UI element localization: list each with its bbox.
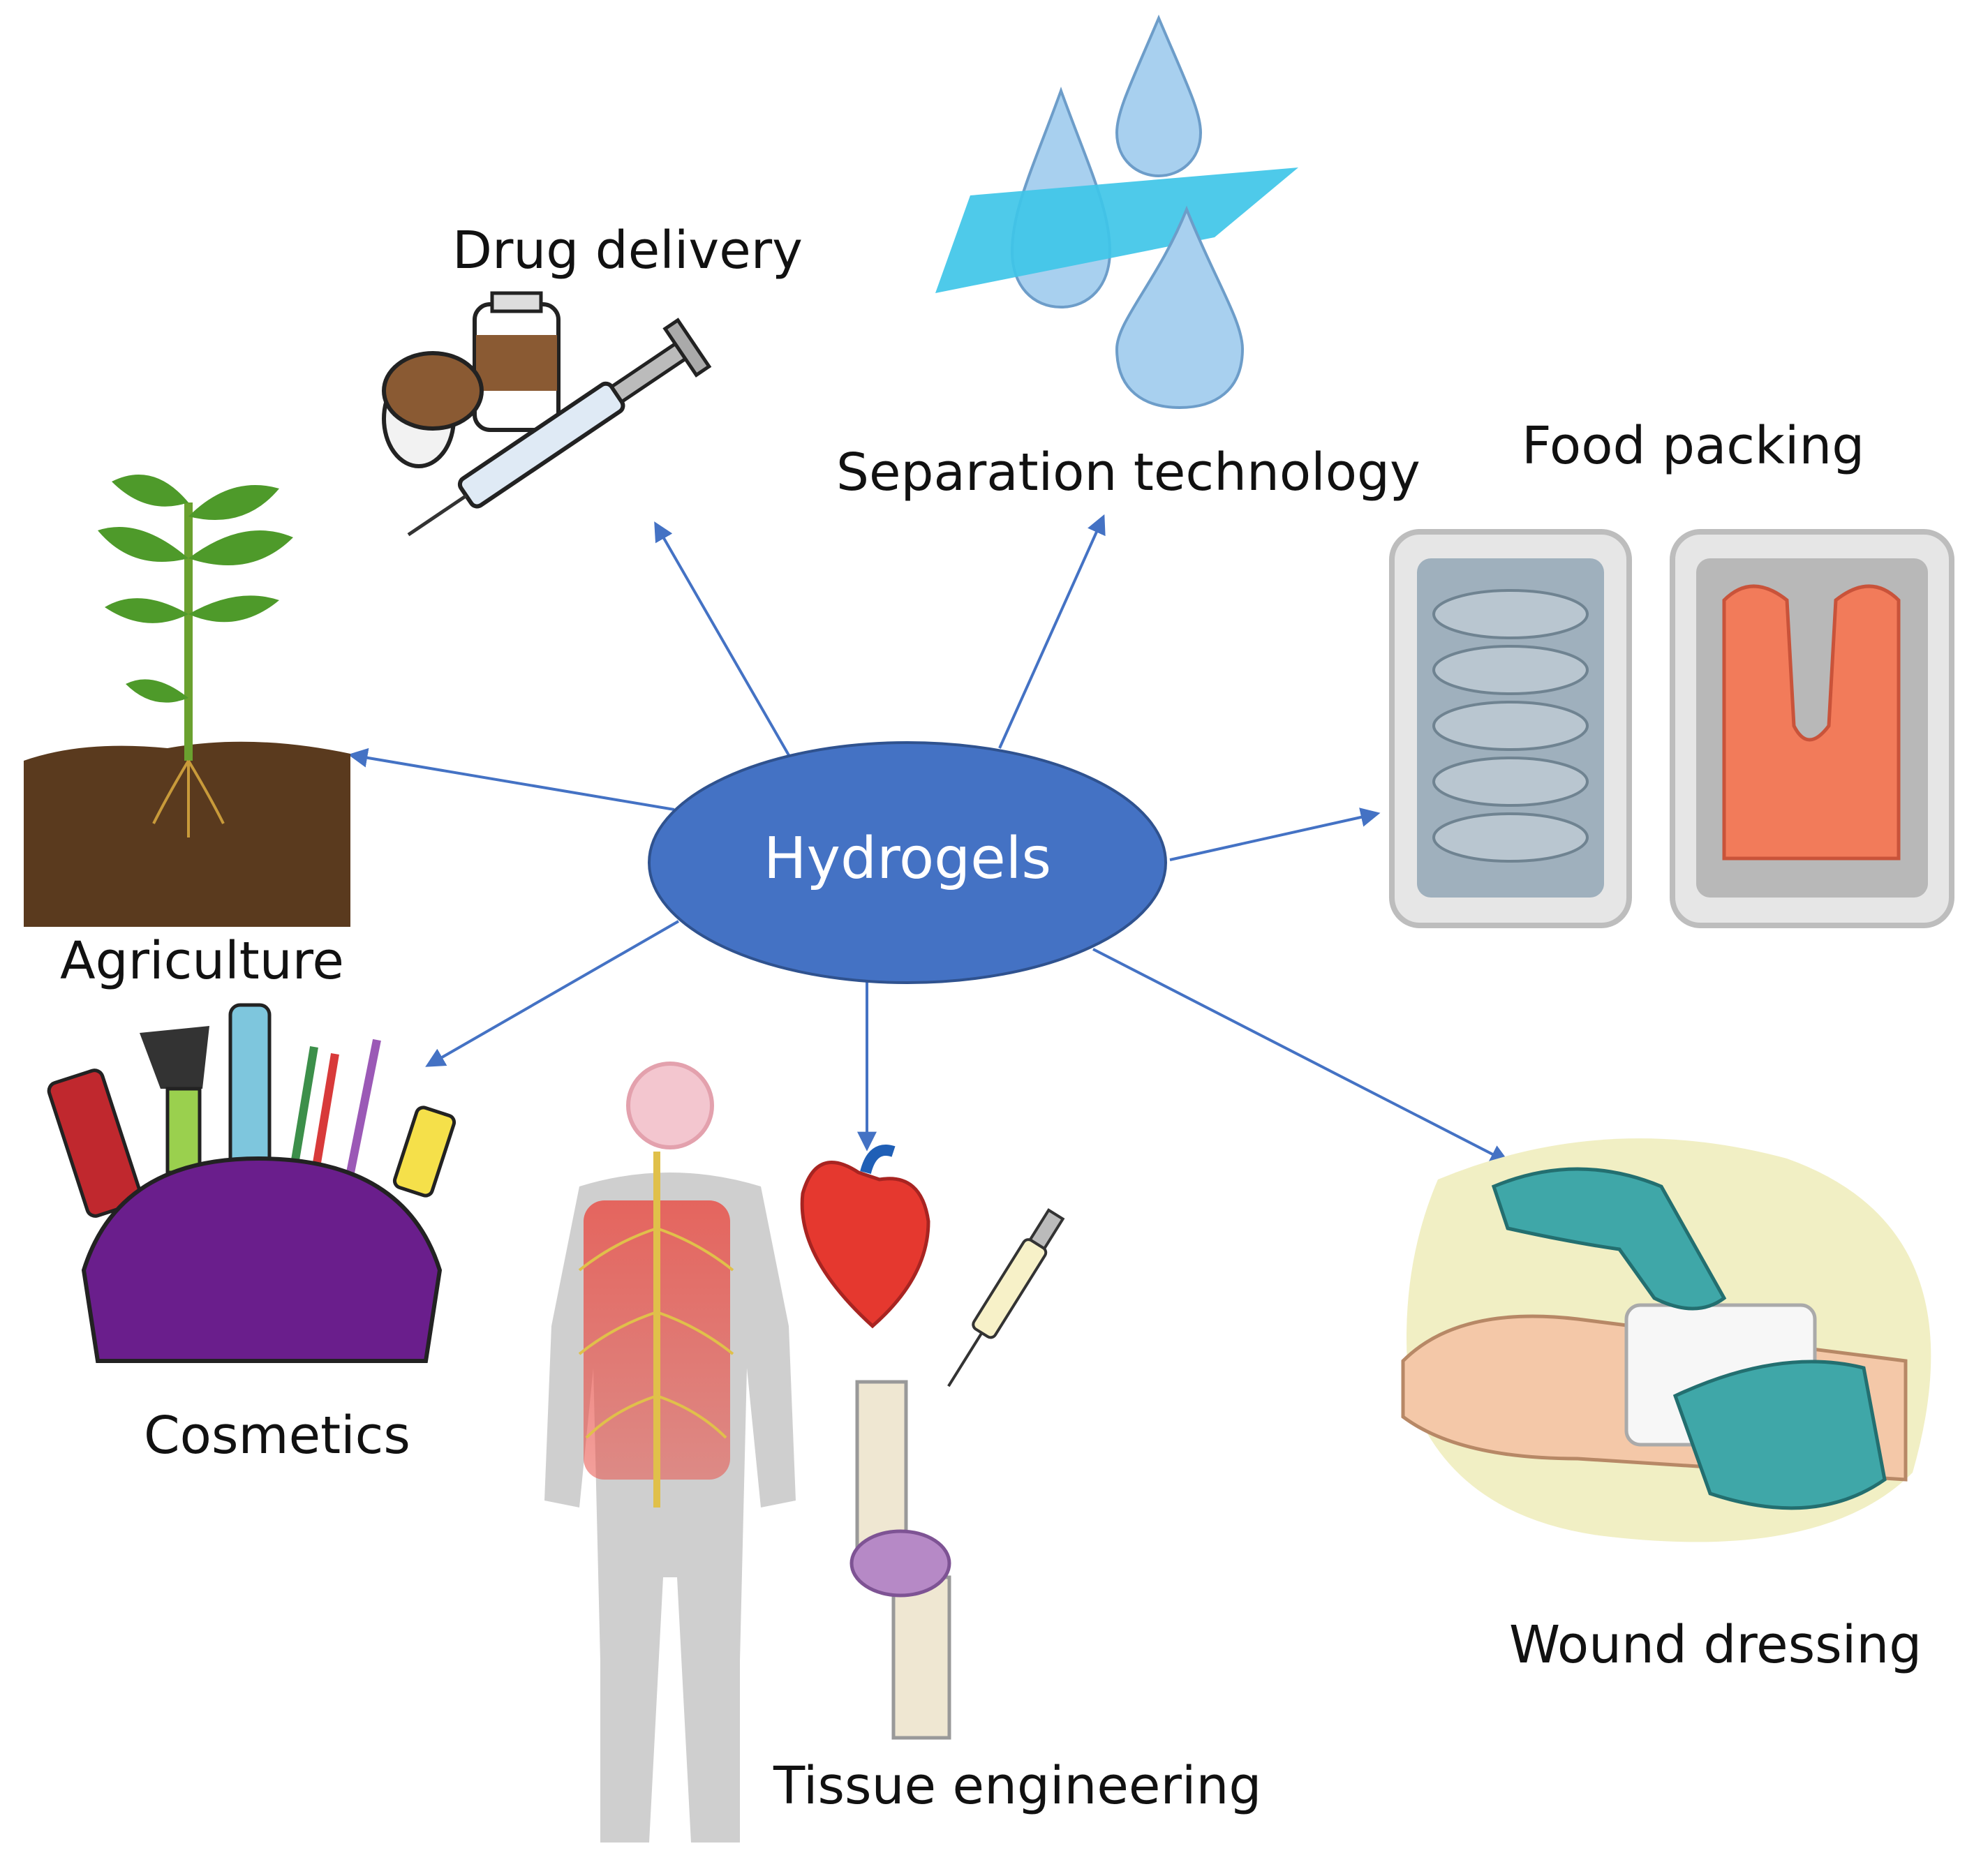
arrow-wound-dressing bbox=[1092, 948, 1510, 1163]
label-separation-technology: Separation technology bbox=[836, 442, 1420, 502]
label-food-packing: Food packing bbox=[1522, 416, 1865, 476]
syringe-vial-icon bbox=[382, 291, 712, 537]
arrow-food-packing bbox=[1169, 807, 1381, 861]
plant-seedling-icon bbox=[24, 475, 350, 927]
arrow-cosmetics bbox=[425, 920, 679, 1067]
hub-label: Hydrogels bbox=[763, 826, 1052, 892]
connector-arrows bbox=[348, 514, 1510, 1163]
makeup-bag-icon bbox=[47, 1003, 457, 1363]
packed-food-trays-icon bbox=[1389, 529, 1954, 928]
arrow-drug-delivery bbox=[654, 521, 790, 756]
human-body-heart-knee-icon bbox=[544, 1062, 1065, 1842]
label-cosmetics: Cosmetics bbox=[144, 1406, 410, 1466]
label-wound-dressing: Wound dressing bbox=[1509, 1615, 1922, 1675]
label-drug-delivery: Drug delivery bbox=[452, 221, 803, 281]
bandaged-arm-icon bbox=[1401, 1138, 1931, 1542]
hydrogels-hub bbox=[648, 741, 1167, 984]
arrow-separation-technology bbox=[998, 514, 1106, 749]
water-drops-membrane-icon bbox=[935, 14, 1298, 410]
label-tissue-engineering: Tissue engineering bbox=[773, 1756, 1262, 1816]
arrow-agriculture bbox=[348, 747, 675, 811]
label-agriculture: Agriculture bbox=[60, 931, 344, 991]
